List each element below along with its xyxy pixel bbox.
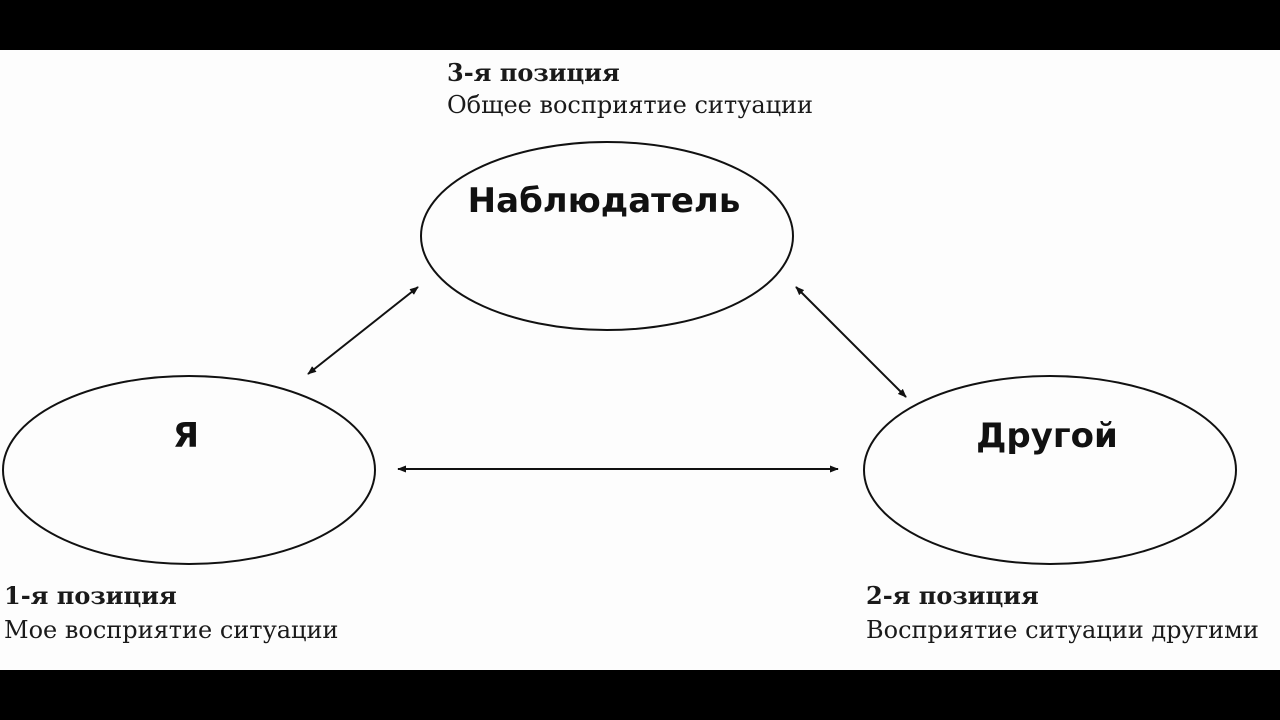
arrow-observer-other [795,286,907,398]
self-ellipse [2,375,376,565]
observer-label: Наблюдатель [467,181,741,221]
third-position-description: Общее восприятие ситуации [447,91,814,119]
letterbox-bottom [0,670,1280,720]
arrow-self-observer [307,286,419,375]
first-position-title: 1-я позиция [4,581,177,610]
first-position-description: Мое восприятие ситуации [4,616,339,644]
letterbox-top [0,0,1280,50]
second-position-description: Восприятие ситуации другими [866,616,1259,644]
self-label: Я [172,416,200,456]
second-position-title: 2-я позиция [866,581,1039,610]
observer-ellipse [420,141,794,331]
diagram-graphics [2,141,1237,565]
diagram-canvas: Наблюдатель Я Другой 3-я позиция Общее в… [0,50,1280,670]
other-ellipse [863,375,1237,565]
third-position-title: 3-я позиция [447,58,620,87]
other-label: Другой [976,416,1118,456]
